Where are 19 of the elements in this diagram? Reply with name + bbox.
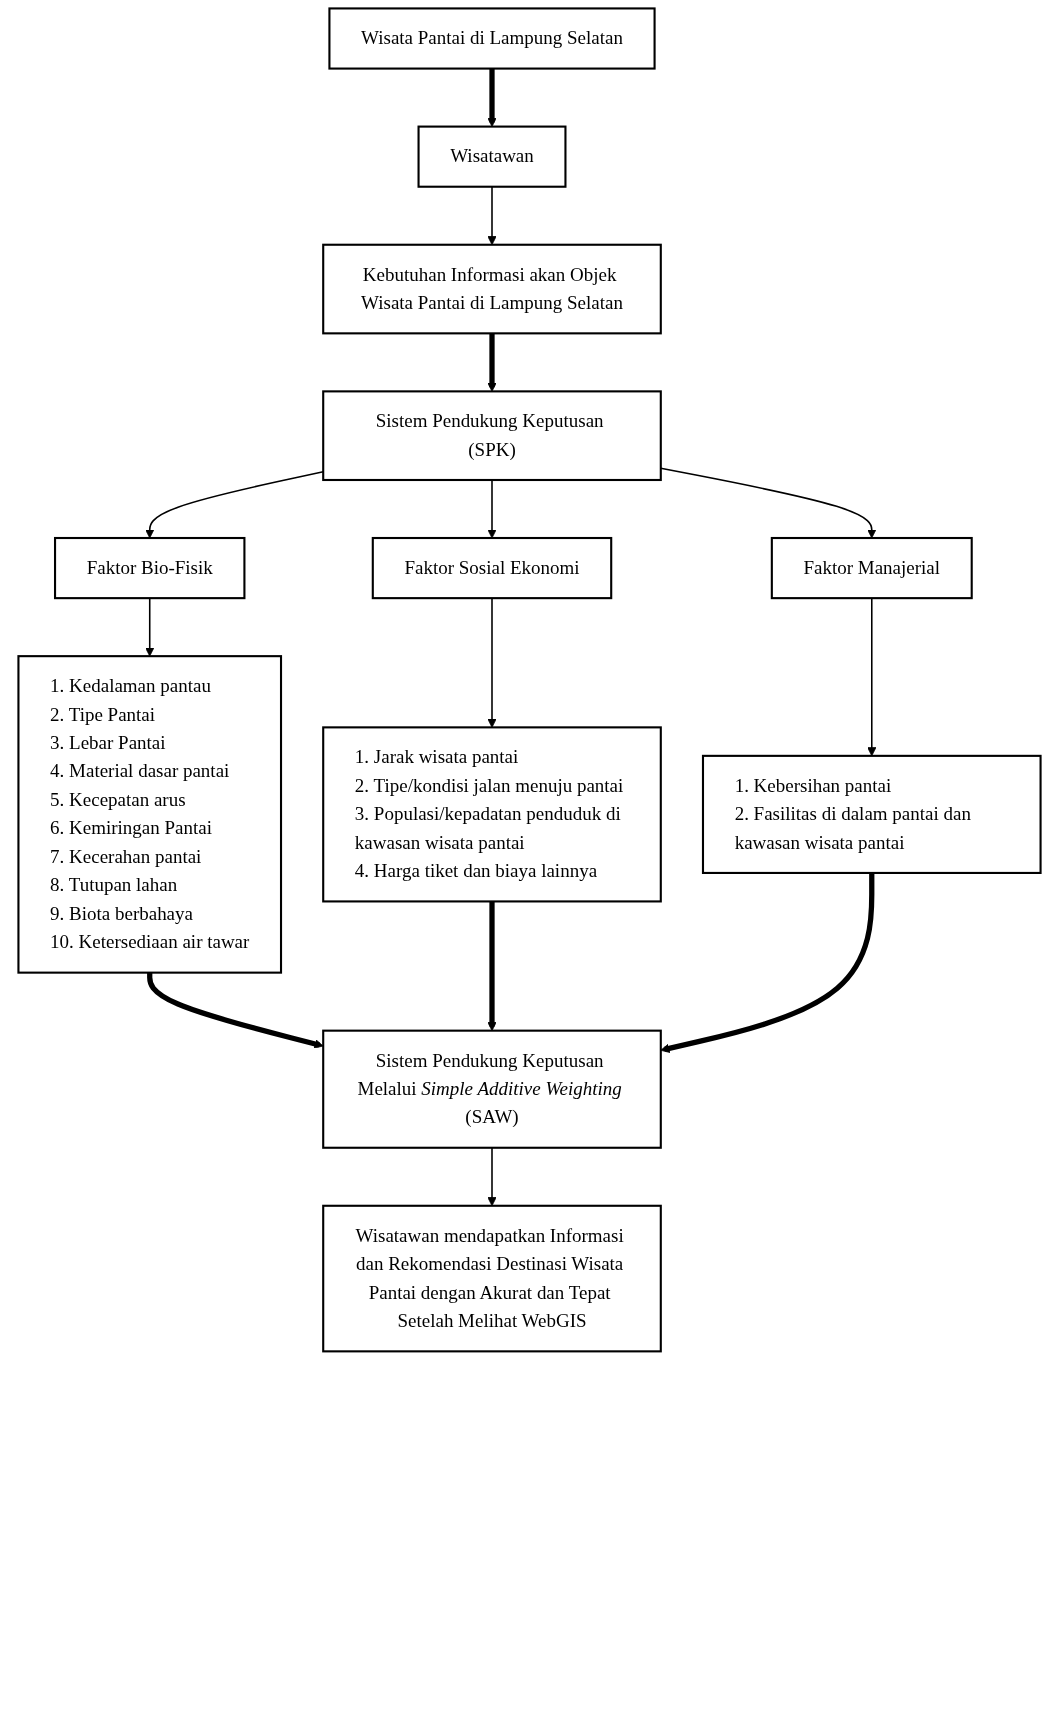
arrow [487,479,497,539]
node-box: Wisatawan mendapatkan Informasi dan Rekomendasi Destinasi Wisata Pantai dengan Akurat dan Tepat Setelah Melihat WebGIS [322,1204,662,1353]
arrow [487,68,497,127]
node-box: Kebutuhan Informasi akan Objek Wisata Pantai di Lampung Selatan [322,243,662,335]
node-box: 1. Jarak wisata pantai 2. Tipe/kondisi jalan menuju pantai 3. Populasi/kepadatan penduduk di kawasan wisata pantai 4. Harga tiket dan biaya lainnya [322,726,662,903]
node-box: Faktor Manajerial [770,536,973,600]
node-box: Wisatawan [417,125,567,188]
node-box: Faktor Bio-Fisik [54,536,246,600]
arrow [145,471,324,539]
node-box: Sistem Pendukung Keputusan (SPK) [322,390,662,482]
arrow [660,872,875,1053]
arrow [147,972,324,1049]
node-box: Wisata Pantai di Lampung Selatan [328,7,656,70]
arrow [487,333,497,392]
arrow [660,467,877,539]
node-box: Faktor Sosial Ekonomi [371,536,613,600]
node-box: Sistem Pendukung Keputusan Melalui Simple Additive Weighting (SAW) [322,1029,662,1149]
node-box: 1. Kebersihan pantai 2. Fasilitas di dalam pantai dan kawasan wisata pantai [701,754,1042,874]
node-box: 1. Kedalaman pantau 2. Tipe Pantai 3. Lebar Pantai 4. Material dasar pantai 5. Kecepatan arus 6. Kemiringan Pantai 7. Kecerahan pantai 8. Tutupan lahan 9. Biota berbahaya 10. Ketersediaan air tawar [17,655,283,974]
